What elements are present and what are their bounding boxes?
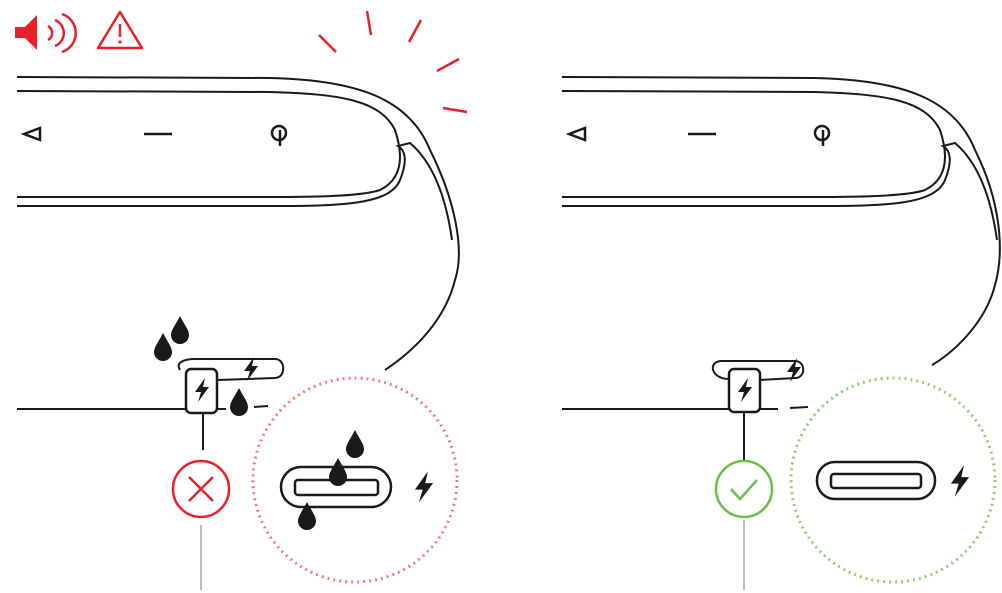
x-circle-icon bbox=[171, 459, 231, 519]
power-icon bbox=[813, 124, 831, 146]
vibration-lines-icon bbox=[318, 10, 468, 114]
speaker-body bbox=[561, 76, 1001, 366]
warning-triangle-icon bbox=[96, 10, 144, 50]
usb-c-plug bbox=[727, 367, 762, 414]
warning-icons bbox=[15, 10, 468, 114]
play-pause-icon bbox=[20, 126, 42, 142]
speaker-loud-icon bbox=[15, 12, 77, 54]
bolt-icon bbox=[413, 470, 435, 504]
usb-c-plug bbox=[184, 367, 219, 415]
dry-port-panel bbox=[561, 76, 1001, 590]
control-buttons bbox=[565, 124, 831, 146]
usb-c-port bbox=[177, 356, 285, 382]
bolt-icon bbox=[949, 464, 971, 498]
check-circle-icon bbox=[714, 459, 774, 519]
wet-port-panel bbox=[15, 10, 468, 590]
usb-c-port bbox=[712, 357, 805, 383]
speaker-body bbox=[16, 76, 460, 371]
power-icon bbox=[270, 124, 288, 146]
wet-port-closeup bbox=[251, 376, 459, 584]
dry-port-closeup bbox=[789, 376, 997, 584]
bolt-icon bbox=[243, 356, 259, 382]
control-buttons bbox=[20, 124, 288, 146]
play-pause-icon bbox=[565, 126, 587, 142]
